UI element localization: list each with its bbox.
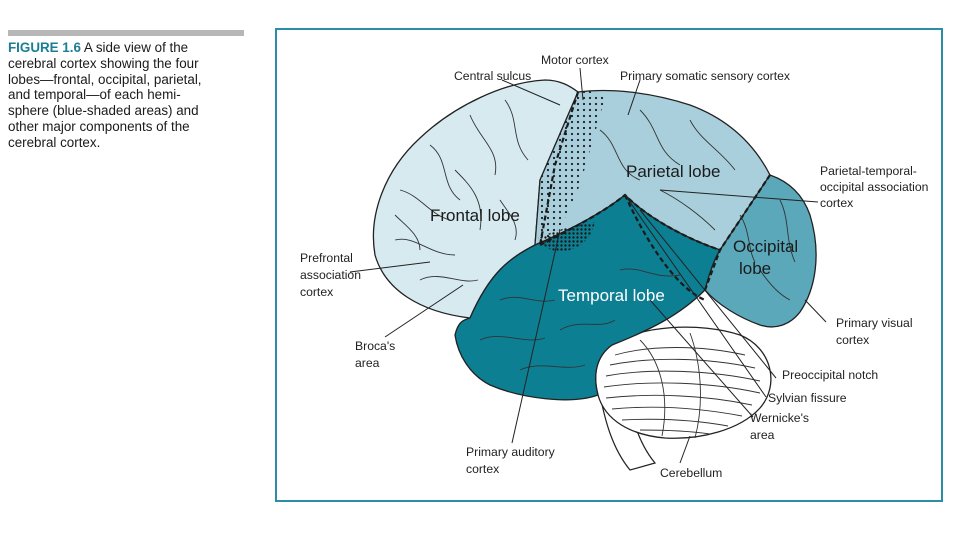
cerebellum-folia bbox=[603, 332, 761, 439]
central-sulcus-label: Central sulcus bbox=[454, 69, 531, 83]
temporal-lobe-label: Temporal lobe bbox=[558, 286, 665, 305]
caption-line-3: lobes—frontal, occipital, parietal, bbox=[8, 71, 202, 87]
wernicke-label-2: area bbox=[750, 428, 775, 442]
prefrontal-label-1: Prefrontal bbox=[300, 251, 353, 265]
parietal-lobe-label: Parietal lobe bbox=[626, 162, 721, 181]
cerebellum-shape bbox=[595, 326, 772, 439]
brocas-area-region bbox=[538, 222, 595, 252]
caption-rule bbox=[8, 30, 244, 36]
occipital-lobe-label-1: Occipital bbox=[733, 237, 798, 256]
caption-line-4: and temporal—of each hemi- bbox=[8, 87, 181, 103]
primary-auditory-label-1: Primary auditory bbox=[466, 445, 556, 459]
motor-cortex-label: Motor cortex bbox=[541, 53, 609, 67]
brocas-label-2: area bbox=[355, 356, 380, 370]
motor-cortex-region bbox=[540, 91, 605, 245]
cerebellum-label: Cerebellum bbox=[660, 466, 722, 480]
sylvian-fissure-label: Sylvian fissure bbox=[768, 391, 847, 405]
occipital-lobe-label-2: lobe bbox=[739, 259, 771, 278]
somatic-sensory-label: Primary somatic sensory cortex bbox=[620, 69, 790, 83]
wernicke-label-1: Wernicke's bbox=[750, 411, 809, 425]
caption-line-2: cerebral cortex showing the four bbox=[8, 55, 199, 71]
prefrontal-label-3: cortex bbox=[300, 285, 333, 299]
pto-label-1: Parietal-temporal- bbox=[820, 164, 917, 178]
leader-lines bbox=[349, 67, 827, 464]
prefrontal-label-2: association bbox=[300, 268, 361, 282]
primary-visual-label-2: cortex bbox=[836, 333, 869, 347]
primary-auditory-label-2: cortex bbox=[466, 462, 499, 476]
figure-number: FIGURE 1.6 bbox=[8, 40, 81, 55]
frontal-lobe-label: Frontal lobe bbox=[430, 206, 520, 225]
brocas-label-1: Broca's bbox=[355, 339, 395, 353]
caption-line-6: other major components of the bbox=[8, 118, 190, 134]
pto-label-3: cortex bbox=[820, 196, 853, 210]
preoccipital-notch-label: Preoccipital notch bbox=[782, 368, 878, 382]
caption-line-1: A side view of the bbox=[83, 40, 189, 55]
primary-visual-label-1: Primary visual bbox=[836, 316, 913, 330]
caption-line-7: cerebral cortex. bbox=[8, 134, 101, 150]
cortical-sulci bbox=[394, 99, 796, 371]
pto-label-2: occipital association bbox=[820, 180, 928, 194]
figure-caption: FIGURE 1.6 A side view of the cerebral c… bbox=[8, 40, 253, 151]
caption-line-5: sphere (blue-shaded areas) and bbox=[8, 103, 199, 119]
